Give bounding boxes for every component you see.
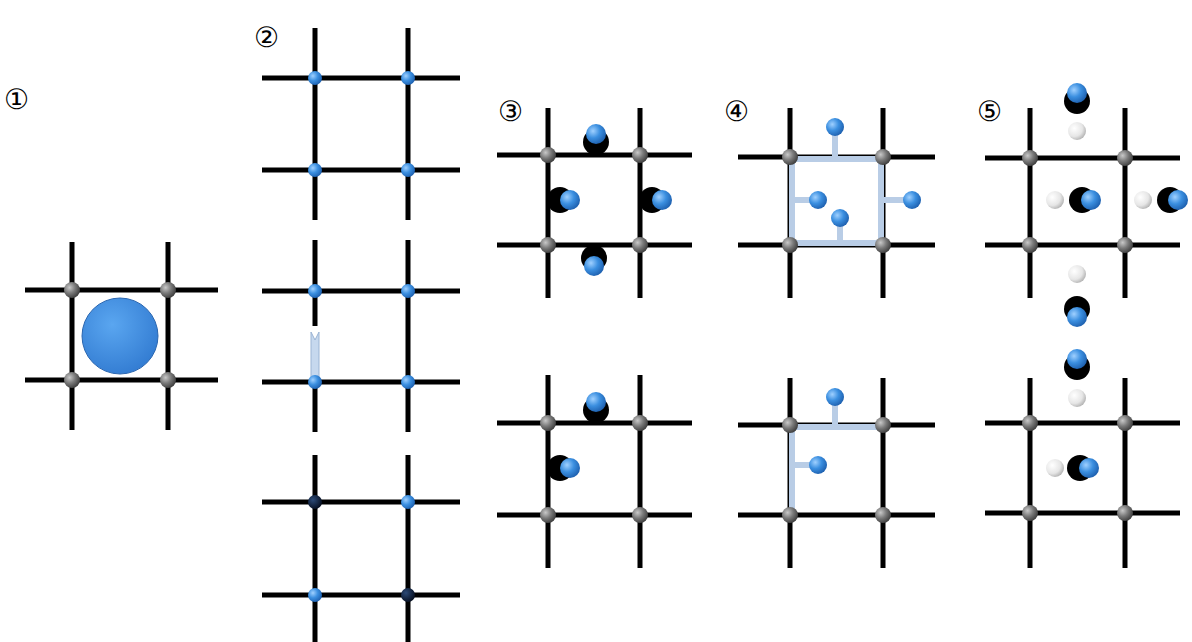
panel-number: ① — [4, 86, 29, 114]
panel-number: ② — [254, 24, 279, 52]
panel-number: ⑤ — [977, 98, 1002, 126]
panel-number: ④ — [724, 98, 749, 126]
panel-number: ③ — [498, 98, 523, 126]
